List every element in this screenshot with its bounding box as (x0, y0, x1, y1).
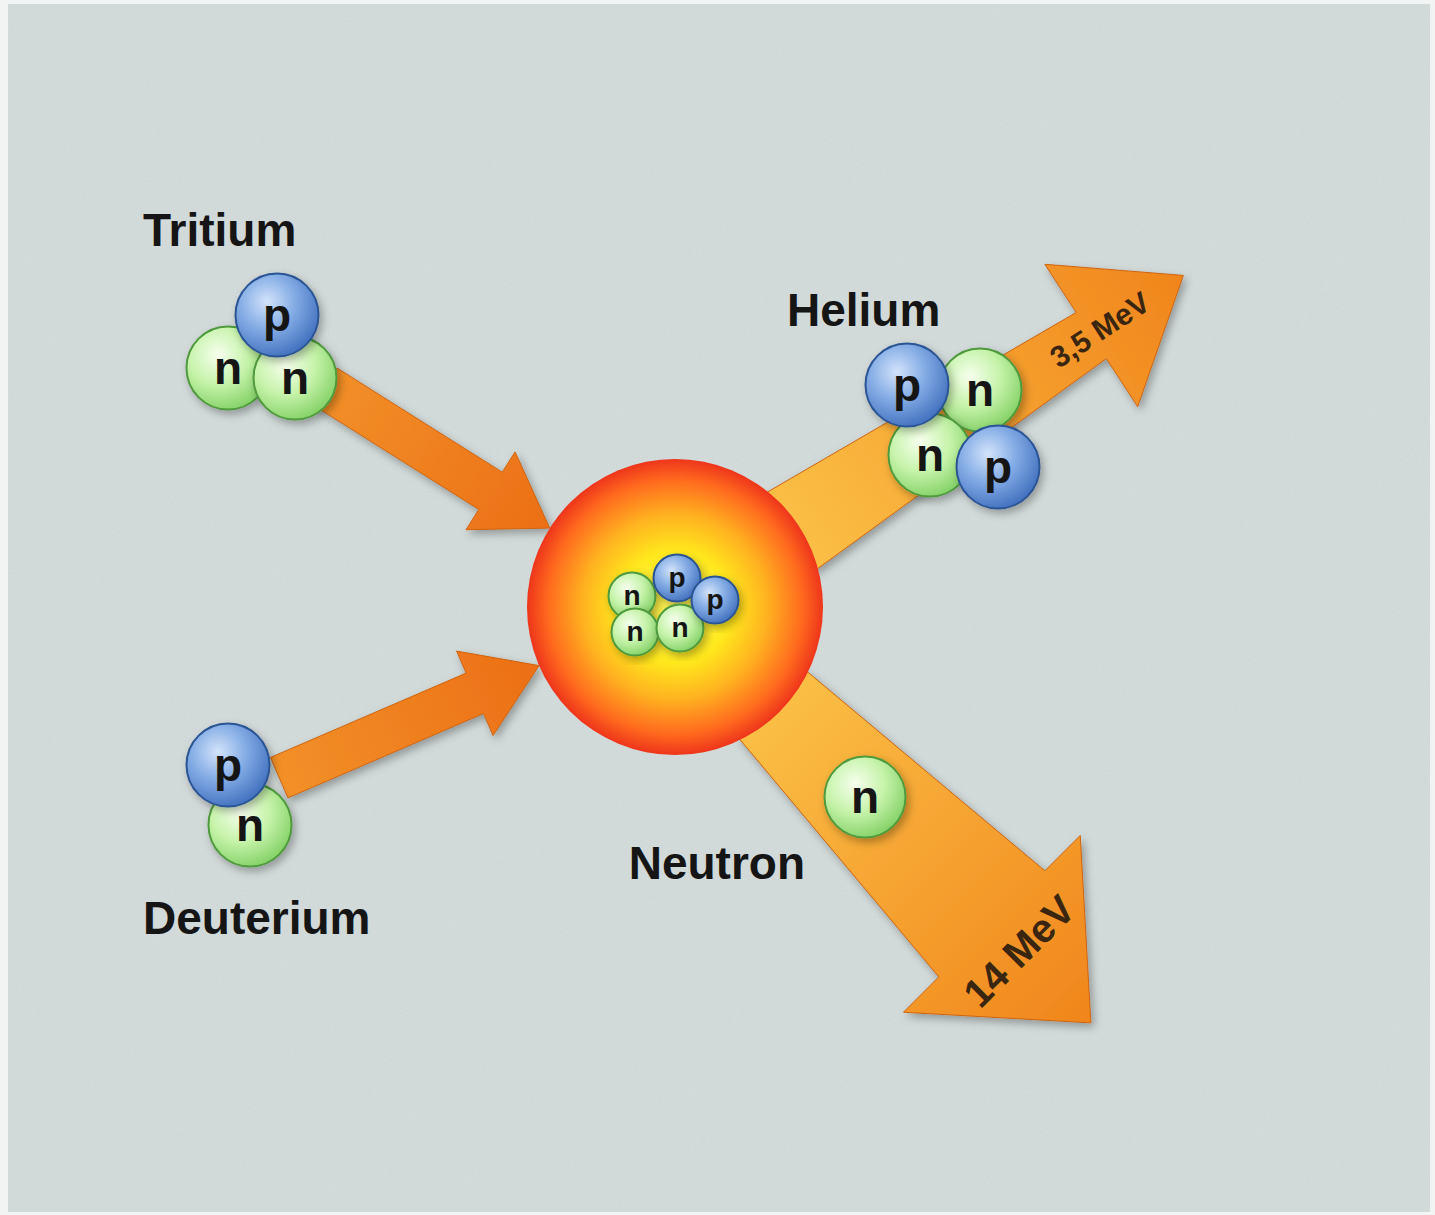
fusion-fireball: nppnn (527, 459, 823, 755)
nucleon-letter: n (626, 618, 643, 646)
nucleon-letter: n (851, 774, 879, 820)
nucleon-circle: p (185, 722, 271, 808)
nucleon-circle: p (864, 342, 950, 428)
energy-label: 3,5 MeV (1044, 285, 1156, 374)
text-holder: Neutron (629, 838, 805, 889)
energy-arrow (271, 651, 540, 798)
label-holder: 14 MeV (956, 888, 1082, 1014)
nucleon-letter: p (984, 444, 1012, 490)
nucleon-letter: p (668, 564, 685, 592)
text-holder: p (234, 272, 320, 358)
nucleon-letter: n (916, 432, 944, 478)
text-holder: Deuterium (143, 893, 370, 944)
nucleus-name: Tritium (143, 204, 296, 256)
text-holder: p (864, 342, 950, 428)
nucleon-disc (254, 337, 337, 420)
nucleon-circle: p (234, 272, 320, 358)
text-holder: Tritium (143, 205, 296, 256)
nucleon-disc (209, 784, 292, 867)
nucleon-letter: p (263, 292, 291, 338)
nucleon-disc (612, 609, 659, 656)
nucleon-letter: n (623, 582, 640, 610)
nucleon-disc (957, 426, 1040, 509)
panel (8, 4, 1430, 1212)
nucleon-circle: n (823, 755, 907, 839)
nucleon-circle: p (690, 575, 740, 625)
nucleus-group: Heliumpnnp (864, 342, 1041, 510)
nucleus-group: Tritiumpnn (185, 272, 338, 421)
nucleus-name: Helium (787, 284, 940, 336)
nucleus-group: Deuteriumpn (185, 722, 293, 868)
nucleon-disc (187, 724, 270, 807)
nucleon-disc (692, 577, 739, 624)
nucleon-letter: p (706, 586, 723, 614)
text-holder: p (185, 722, 271, 808)
nucleon-disc (657, 605, 704, 652)
text-holder: n (610, 607, 660, 657)
energy-label: 14 MeV (954, 886, 1083, 1015)
nucleus-group: Neutronn (823, 755, 907, 839)
fireball-disc (527, 459, 823, 755)
nucleon-letter: n (214, 345, 242, 391)
nucleon-letter: n (236, 802, 264, 848)
nucleon-letter: n (966, 367, 994, 413)
nucleon-disc (825, 757, 906, 838)
nucleon-disc (866, 344, 949, 427)
text-holder: Helium (787, 285, 940, 336)
nucleon-circle: n (610, 607, 660, 657)
label-holder: 3,5 MeV (1045, 287, 1155, 373)
text-holder: p (690, 575, 740, 625)
nucleon-circle: p (955, 424, 1041, 510)
text-holder: n (823, 755, 907, 839)
nucleon-letter: p (214, 742, 242, 788)
nucleus-name: Deuterium (143, 892, 370, 944)
energy-arrow (764, 264, 1184, 571)
nucleon-disc (236, 274, 319, 357)
nucleon-letter: p (893, 362, 921, 408)
nucleus-name: Neutron (629, 837, 805, 889)
nucleon-letter: n (281, 355, 309, 401)
nucleon-letter: n (671, 614, 688, 642)
energy-arrow (314, 368, 550, 530)
panel-texture (8, 4, 1430, 1212)
text-holder: p (955, 424, 1041, 510)
